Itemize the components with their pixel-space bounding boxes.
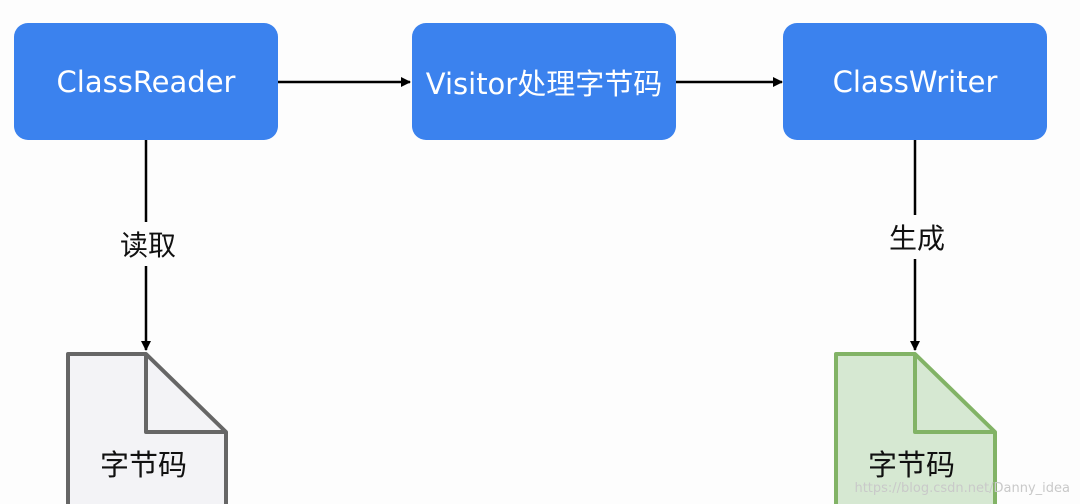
visitor-label: Visitor处理字节码 [425, 66, 663, 101]
visitor-node: Visitor处理字节码 [412, 23, 676, 140]
output-document-label: 字节码 [868, 448, 956, 482]
class-reader-label: ClassReader [56, 64, 236, 99]
class-writer-node: ClassWriter [783, 23, 1047, 140]
input-document-label: 字节码 [100, 448, 188, 482]
class-reader-node: ClassReader [14, 23, 278, 140]
input-document-shape [66, 352, 228, 504]
watermark-text: https://blog.csdn.net/Danny_idea [854, 481, 1070, 496]
output-document-shape [834, 352, 997, 504]
class-writer-label: ClassWriter [832, 64, 998, 99]
generate-edge-label: 生成 [885, 215, 950, 259]
read-edge-label: 读取 [116, 222, 181, 266]
